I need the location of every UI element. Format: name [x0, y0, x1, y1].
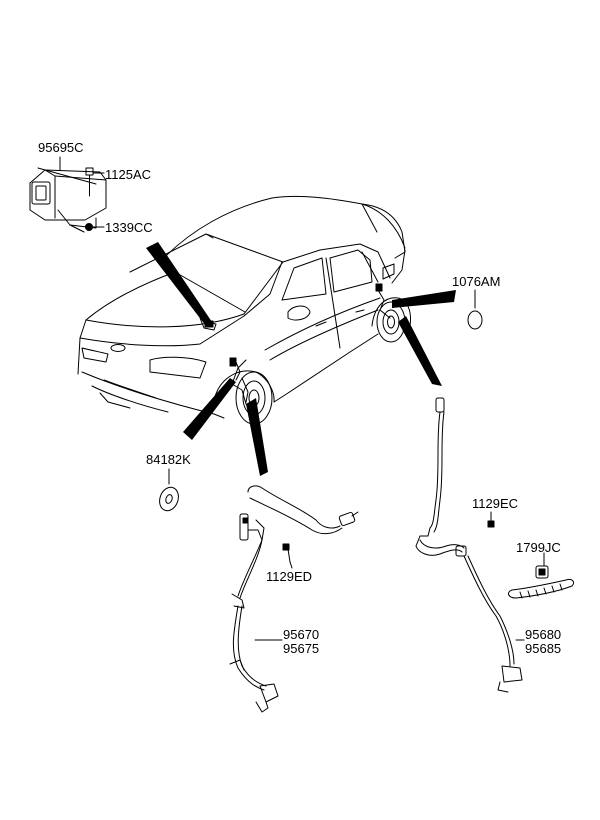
label-1125ac: 1125AC [105, 167, 152, 182]
plug-1076am-drawing [467, 310, 483, 330]
label-1076am: 1076AM [452, 274, 501, 289]
label-95675: 95675 [283, 641, 320, 656]
screw-1129ec-drawing [487, 511, 495, 528]
label-1129ed: 1129ED [266, 569, 313, 584]
rear-sensor-harness-drawing [415, 397, 523, 693]
pointer-to-plug [392, 290, 456, 308]
label-1129ec: 1129EC [472, 496, 519, 511]
label-1799jc: 1799JC [516, 540, 561, 555]
bolt-1339cc-drawing [85, 223, 105, 231]
label-95685: 95685 [525, 641, 562, 656]
label-95695c: 95695C [38, 140, 84, 155]
pointer-from-front-wheel [183, 378, 236, 440]
pointer-arrows [146, 242, 456, 476]
label-84182k: 84182K [146, 452, 191, 467]
leader-1129ed [289, 561, 293, 569]
label-95670: 95670 [283, 627, 320, 642]
pointer-to-rear-harness [398, 316, 442, 386]
screw-1129ed-drawing [282, 543, 291, 563]
clip-1799jc-drawing [508, 565, 575, 599]
bolt-1125ac-drawing [85, 167, 105, 197]
rear-sensor-wire-on-car [375, 283, 391, 319]
front-sensor-harness-drawing [229, 485, 359, 713]
sensor-unit-drawing [29, 167, 107, 233]
label-95680: 95680 [525, 627, 562, 642]
pointer-to-front-harness [246, 398, 268, 476]
label-1339cc: 1339CC [105, 220, 153, 235]
grommet-84182k-drawing [159, 486, 179, 512]
pointer-to-hood [146, 242, 212, 326]
